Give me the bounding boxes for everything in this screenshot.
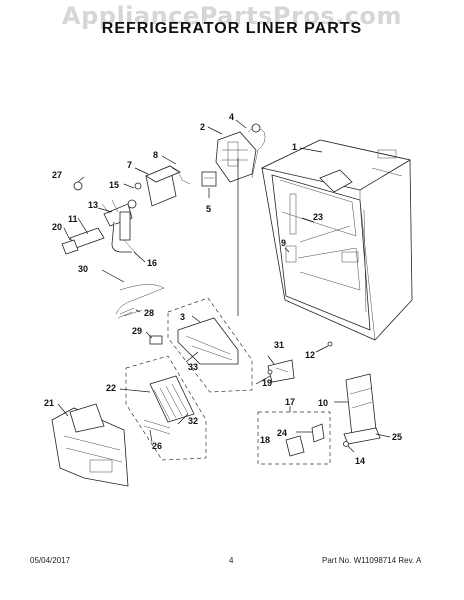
part-10-bracket (343, 373, 381, 447)
callout-numbers: 1 2 3 4 5 7 8 9 10 11 12 13 14 15 16 17 … (44, 112, 402, 466)
footer-page-number: 4 (229, 556, 234, 565)
callout-13: 13 (88, 200, 98, 210)
page-title: REFRIGERATOR LINER PARTS (101, 20, 363, 37)
wire-harness (115, 284, 165, 319)
damper-box (127, 165, 191, 209)
leader-lines (57, 119, 391, 453)
control-housing (215, 123, 266, 183)
callout-10: 10 (318, 398, 328, 408)
callout-7: 7 (127, 160, 132, 170)
callout-26: 26 (152, 441, 162, 451)
callout-5: 5 (206, 204, 211, 214)
callout-16: 16 (147, 258, 157, 268)
callout-11: 11 (68, 214, 78, 224)
thermistor-part-5 (201, 171, 217, 187)
callout-30: 30 (78, 264, 88, 274)
callout-31: 31 (274, 340, 284, 350)
clip-part-29 (149, 335, 163, 345)
callout-21: 21 (44, 398, 54, 408)
callout-28: 28 (144, 308, 154, 318)
callout-3: 3 (180, 312, 185, 322)
part-22-group (125, 355, 207, 461)
hinge-parts (267, 341, 333, 383)
dispenser-parts (61, 181, 141, 259)
callout-9: 9 (281, 238, 286, 248)
callout-8: 8 (153, 150, 158, 160)
part-3-group (167, 297, 253, 393)
callout-19: 19 (262, 378, 272, 388)
callout-23: 23 (313, 212, 323, 222)
callout-2: 2 (200, 122, 205, 132)
callout-1: 1 (292, 142, 297, 152)
callout-27: 27 (52, 170, 62, 180)
callout-33: 33 (188, 362, 198, 372)
liner-assembly (260, 139, 413, 341)
callout-17: 17 (285, 397, 295, 407)
callout-32: 32 (188, 416, 198, 426)
callout-22: 22 (106, 383, 116, 393)
callout-25: 25 (392, 432, 402, 442)
callout-4: 4 (229, 112, 234, 122)
watermark: AppliancePartsPros.com (62, 2, 402, 30)
callout-20: 20 (52, 222, 62, 232)
callout-15: 15 (109, 180, 119, 190)
callout-18: 18 (260, 435, 270, 445)
part-21-panel (51, 403, 129, 487)
part-17-group (257, 411, 331, 465)
callout-14: 14 (355, 456, 365, 466)
footer-date: 05/04/2017 (30, 556, 71, 565)
callout-24: 24 (277, 428, 287, 438)
footer-part-number: Part No. W11098714 Rev. A (322, 556, 422, 565)
callout-12: 12 (305, 350, 315, 360)
callout-29: 29 (132, 326, 142, 336)
